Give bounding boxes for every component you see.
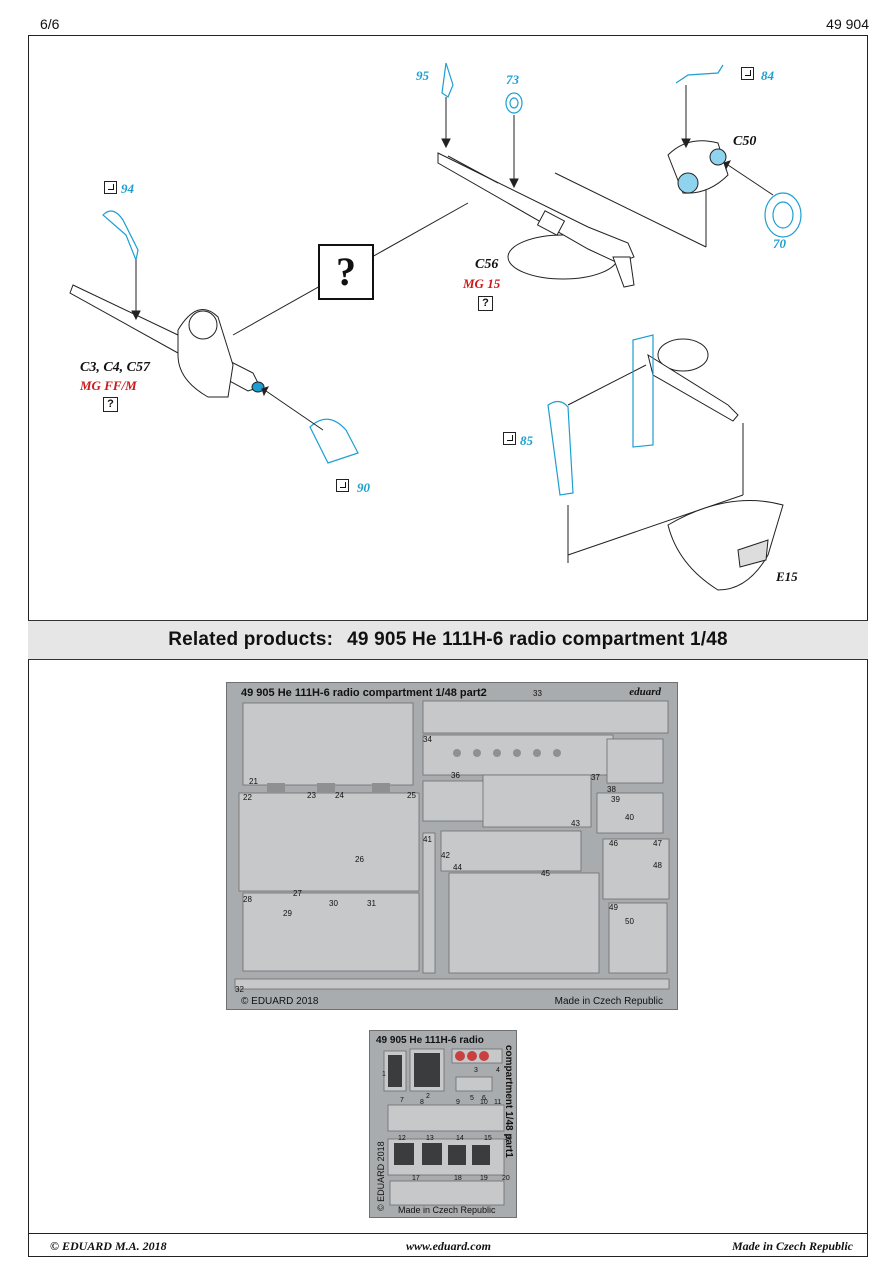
fret2-made-in: Made in Czech Republic: [554, 996, 663, 1007]
check-icon: [336, 479, 349, 492]
fret2-part-number: 47: [653, 839, 662, 848]
fret2-part-number: 37: [591, 773, 600, 782]
footer-made-in: Made in Czech Republic: [731, 1239, 853, 1253]
fret1-part-number: 18: [454, 1175, 462, 1182]
part-code-e15: E15: [776, 569, 798, 584]
related-label: Related products:: [168, 629, 334, 650]
fret2-part-number: 36: [451, 771, 460, 780]
page-number: 6/6: [40, 16, 60, 32]
part-code-c50: C50: [733, 134, 757, 149]
fret2-part-number: 31: [367, 899, 376, 908]
part-label-85: 85: [520, 433, 533, 448]
part-label-84: 84: [761, 68, 774, 83]
fret2-part-number: 42: [441, 851, 450, 860]
fret1-part-number: 19: [480, 1175, 488, 1182]
check-icon: [503, 432, 516, 445]
rear-gun-drawing: [647, 338, 739, 422]
fret2-part-number: 50: [625, 917, 634, 926]
fret2-part-number: 34: [423, 735, 432, 744]
footer-copyright: © EDUARD M.A. 2018: [50, 1239, 167, 1253]
part-label-90: 90: [357, 480, 370, 495]
fret1-part-number: 13: [426, 1135, 434, 1142]
fret1-part-number: 10: [480, 1099, 488, 1106]
assembly-diagram: [69, 62, 802, 591]
fret2-part-number: 26: [355, 855, 364, 864]
fret2-part-number: 23: [307, 791, 316, 800]
related-products-bar: Related products: 49 905 He 111H-6 radio…: [28, 620, 868, 660]
part-label-95: 95: [416, 68, 429, 83]
fret2-part-number: 32: [235, 985, 244, 994]
fret2-part-number: 21: [249, 777, 258, 786]
weapon-mg15-label: MG 15: [463, 276, 501, 291]
fret1-part-number: 6: [482, 1095, 486, 1102]
c50-drum-drawing: [667, 140, 729, 194]
fret1-part-number: 12: [398, 1135, 406, 1142]
fret1-part-number: 1: [382, 1071, 386, 1078]
unknown-assembly-box: ?: [318, 244, 374, 300]
fret2-copyright: © EDUARD 2018: [241, 996, 319, 1007]
fret2-title: 49 905 He 111H-6 radio compartment 1/48 …: [241, 687, 487, 699]
fret2-part-number: 41: [423, 835, 432, 844]
fret2-part-number: 38: [607, 785, 616, 794]
fret1-part-number: 15: [484, 1135, 492, 1142]
fret2-part-number: 48: [653, 861, 662, 870]
fret2-part-number: 45: [541, 869, 550, 878]
fret2-part-number: 27: [293, 889, 302, 898]
mg15-gun-drawing: [437, 152, 635, 288]
fret2-part-number: 25: [407, 791, 416, 800]
fret1-parts-drawing: [383, 1048, 505, 1206]
photoetch-fret-part2: 49 905 He 111H-6 radio compartment 1/48 …: [226, 682, 678, 1010]
fret1-part-number: 5: [470, 1095, 474, 1102]
footer-divider: [28, 1233, 868, 1234]
e15-shield-drawing: [667, 500, 784, 591]
part-code-c3-c4-c57: C3, C4, C57: [80, 360, 151, 375]
fret2-part-number: 24: [335, 791, 344, 800]
fret1-part-number: 17: [412, 1175, 420, 1182]
fret1-part-number: 9: [456, 1099, 460, 1106]
fret2-part-number: 49: [609, 903, 618, 912]
weapon-mgff-label: MG FF/M: [80, 378, 137, 393]
fret1-part-number: 4: [496, 1067, 500, 1074]
fret1-part-number: 16: [504, 1135, 512, 1142]
eduard-logo: eduard: [629, 686, 661, 698]
fret2-part-number: 28: [243, 895, 252, 904]
fret2-part-number: 33: [533, 689, 542, 698]
check-icon: [741, 67, 754, 80]
fret1-title: 49 905 He 111H-6 radio: [376, 1035, 484, 1046]
photoetch-parts: [102, 62, 802, 496]
fret1-made-in: Made in Czech Republic: [398, 1205, 496, 1215]
fret2-part-number: 44: [453, 863, 462, 872]
product-code: 49 904: [826, 16, 869, 32]
fret2-part-number: 30: [329, 899, 338, 908]
fret1-part-number: 20: [502, 1175, 510, 1182]
fret2-part-number: 39: [611, 795, 620, 804]
check-icon: [104, 181, 117, 194]
fret1-part-number: 3: [474, 1067, 478, 1074]
mgff-gun-drawing: [69, 284, 265, 398]
related-product: 49 905 He 111H-6 radio compartment 1/48: [347, 629, 728, 650]
fret2-part-number: 43: [571, 819, 580, 828]
fret1-part-number: 11: [494, 1099, 502, 1106]
fret2-part-number: 40: [625, 813, 634, 822]
fret2-part-number: 22: [243, 793, 252, 802]
question-box: ?: [478, 296, 493, 311]
fret2-part-number: 46: [609, 839, 618, 848]
footer-website: www.eduard.com: [406, 1239, 491, 1253]
fret1-part-number: 8: [420, 1099, 424, 1106]
part-label-94: 94: [121, 181, 134, 196]
fret1-part-number: 2: [426, 1093, 430, 1100]
part-code-c56: C56: [475, 257, 499, 272]
photoetch-fret-part1: 49 905 He 111H-6 radio compartment 1/48 …: [369, 1030, 517, 1218]
fret1-part-number: 7: [400, 1097, 404, 1104]
question-box: ?: [103, 397, 118, 412]
part-label-70: 70: [773, 236, 786, 251]
fret2-part-number: 29: [283, 909, 292, 918]
fret2-parts-drawing: [234, 700, 670, 990]
part-label-73: 73: [506, 72, 519, 87]
fret1-part-number: 14: [456, 1135, 464, 1142]
